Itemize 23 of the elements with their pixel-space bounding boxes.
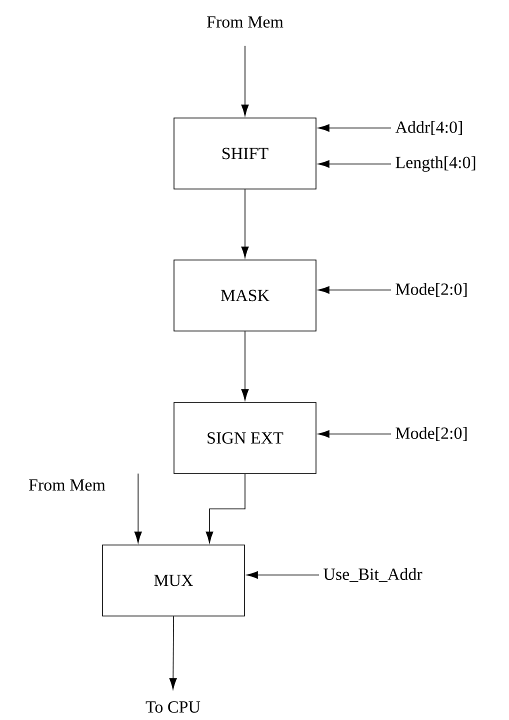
process-box: SHIFT — [174, 118, 316, 190]
signal-label: Use_Bit_Addr — [324, 568, 422, 582]
arrow — [134, 473, 142, 544]
arrow — [318, 124, 392, 132]
signal-label: From Mem — [207, 16, 284, 28]
signal-label: Addr[4:0] — [395, 120, 462, 136]
arrow — [241, 45, 249, 116]
arrow — [246, 571, 320, 579]
arrow — [318, 430, 392, 438]
arrow — [169, 616, 177, 690]
signal-label: Mode[2:0] — [396, 426, 467, 442]
arrow — [318, 286, 392, 294]
process-box: SIGN EXT — [174, 402, 316, 474]
signal-label: Length[4:0] — [396, 156, 476, 172]
process-box: MASK — [174, 260, 316, 332]
signal-label: From Mem — [29, 479, 106, 491]
arrow — [241, 331, 249, 401]
arrow — [241, 189, 249, 258]
process-box: MUX — [102, 544, 245, 616]
arrow — [206, 474, 246, 544]
arrow — [318, 160, 392, 168]
signal-label: Mode[2:0] — [396, 282, 467, 298]
signal-label: To CPU — [146, 701, 200, 713]
